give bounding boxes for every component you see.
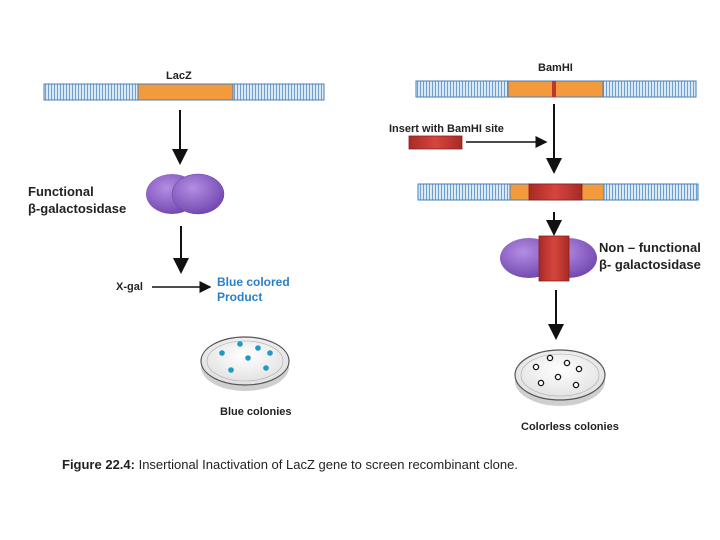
colony-icon <box>532 354 583 389</box>
inserted-dna-segment <box>528 183 583 201</box>
insert-label: Insert with BamHI site <box>389 123 504 135</box>
colorless-colonies-label: Colorless colonies <box>521 421 619 433</box>
enzyme-icon <box>500 235 597 282</box>
petri-dish-icon <box>514 349 606 406</box>
bamhi-label: BamHI <box>538 62 573 74</box>
plasmid-icon <box>417 183 699 201</box>
blue-product-label-line1: Blue colored <box>217 275 290 289</box>
functional-enzyme-label-line2: β-galactosidase <box>28 201 126 216</box>
blue-product-label-line2: Product <box>217 290 262 304</box>
insert-fragment <box>408 135 463 150</box>
lacz-gene-segment <box>137 83 234 101</box>
nonfunctional-enzyme-label-line2: β- galactosidase <box>599 257 701 272</box>
petri-dish-icon <box>200 336 290 391</box>
insert-disrupting-enzyme <box>538 235 570 282</box>
figure-caption: Figure 22.4: Insertional Inactivation of… <box>62 457 518 472</box>
lacz-label: LacZ <box>166 70 192 82</box>
plasmid-icon <box>43 83 325 101</box>
enzyme-icon <box>146 173 225 215</box>
blue-colonies-label: Blue colonies <box>220 406 292 418</box>
bamhi-site-marker <box>552 81 556 97</box>
nonfunctional-enzyme-label-line1: Non – functional <box>599 240 701 255</box>
figure-caption-text: Insertional Inactivation of LacZ gene to… <box>134 457 518 472</box>
figure-number: Figure 22.4: <box>62 457 135 472</box>
plasmid-icon <box>415 80 697 98</box>
xgal-label: X-gal <box>116 281 143 293</box>
colony-icon <box>219 341 273 373</box>
functional-enzyme-label-line1: Functional <box>28 184 94 199</box>
